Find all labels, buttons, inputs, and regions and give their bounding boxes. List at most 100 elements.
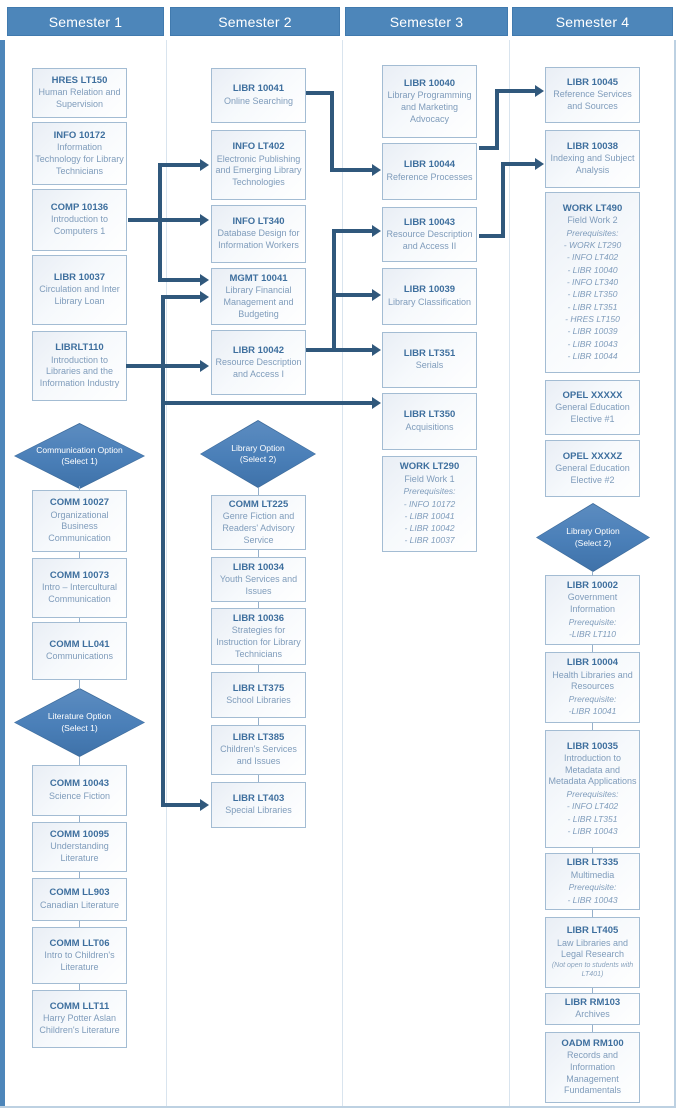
flow-connector	[330, 168, 373, 172]
course-code: COMM LL903	[49, 887, 110, 899]
course-title: Special Libraries	[225, 805, 292, 816]
stack-connector	[79, 486, 80, 491]
course-code: LIBR 10043	[403, 216, 456, 228]
diamond-label: Literature Option	[47, 711, 112, 722]
diamond-sublabel: (Select 2)	[239, 454, 277, 464]
course-title: Canadian Literature	[39, 899, 120, 910]
flow-connector	[330, 91, 334, 172]
course-code: LIBR 10041	[232, 83, 285, 95]
course-code: COMM LLT06	[49, 937, 110, 949]
course-title: Understanding Literature	[50, 841, 109, 864]
diamond-face: Library Option(Select 2)	[201, 421, 315, 487]
column-divider	[509, 40, 510, 1106]
course-title: Introduction to Computers 1	[50, 214, 109, 237]
stack-connector	[79, 680, 80, 689]
course-code: LIBR 10042	[232, 344, 285, 356]
course-code: LIBR 10034	[232, 561, 285, 573]
course-title: Reference Services and Sources	[553, 89, 632, 112]
flow-connector	[158, 163, 162, 282]
stack-connector	[592, 988, 593, 993]
flow-connector	[332, 229, 336, 352]
prerequisite-item: - INFO LT340	[566, 277, 619, 288]
course-title: Circulation and Inter Library Loan	[39, 284, 120, 307]
course-title: Electronic Publishing and Emerging Libra…	[215, 153, 302, 188]
prerequisite-item: -LIBR 10041	[568, 706, 617, 717]
column-divider	[342, 40, 343, 1106]
flow-connector	[306, 91, 334, 95]
arrow-head-icon	[372, 225, 381, 237]
stack-connector	[258, 488, 259, 495]
course-code: COMM LT225	[228, 498, 289, 510]
prerequisite-item: - INFO LT402	[566, 252, 619, 263]
course-title: Youth Services and Issues	[219, 573, 298, 596]
course-title: Law Libraries and Legal Research	[556, 937, 629, 960]
stack-connector	[258, 550, 259, 557]
stack-connector	[592, 1025, 593, 1032]
flow-connector	[332, 229, 373, 233]
arrow-head-icon	[200, 799, 209, 811]
stack-connector	[592, 848, 593, 853]
flow-connector	[479, 234, 505, 238]
prerequisite-item: - INFO LT402	[566, 801, 619, 812]
flow-connector	[161, 295, 165, 807]
arrow-head-icon	[200, 214, 209, 226]
course-title: Children's Services and Issues	[220, 744, 297, 767]
course-title: Resource Description and Access II	[386, 228, 473, 251]
prerequisite-item: - LIBR 10037	[404, 535, 455, 546]
course-title: Library Programming and Marketing Advoca…	[387, 90, 472, 124]
prerequisite-item: - LIBR 10043	[567, 338, 618, 349]
option-diamond-literature-option: Literature Option(Select 1)	[14, 688, 145, 757]
course-title: Science Fiction	[48, 790, 111, 801]
stack-connector	[592, 723, 593, 730]
course-code: LIBR RM103	[564, 996, 621, 1008]
course-title: Database Design for Information Workers	[217, 228, 300, 251]
arrow-head-icon	[372, 164, 381, 176]
course-code: COMM 10073	[49, 570, 110, 582]
course-title: Government Information	[567, 592, 618, 614]
course-code: LIBR 10035	[566, 740, 619, 752]
course-code: LIBR LT335	[566, 857, 619, 869]
chart-left-border	[0, 40, 5, 1108]
course-title: Resource Description and Access I	[215, 356, 302, 379]
stack-connector	[258, 665, 259, 672]
course-title: Reference Processes	[386, 171, 473, 182]
stack-connector	[79, 552, 80, 558]
course-code: HRES LT150	[51, 75, 108, 87]
course-code: LIBR 10039	[403, 284, 456, 296]
prerequisite-item: - LIBR 10044	[567, 350, 618, 361]
course-title: School Libraries	[226, 695, 291, 706]
stack-connector	[79, 757, 80, 765]
course-title: Organizational Business Communication	[48, 509, 111, 544]
course-title: Human Relation and Supervision	[38, 87, 121, 110]
course-code: COMM 10043	[49, 778, 110, 790]
prerequisite-item: - LIBR 10043	[567, 894, 618, 905]
course-code: LIBR 10037	[53, 272, 106, 284]
course-title: General Education Elective #2	[555, 462, 630, 485]
course-title: Harry Potter Aslan Children's Literature	[39, 1013, 120, 1036]
course-title: Intro – Intercultural Communication	[41, 582, 118, 605]
prerequisite-item: - LIBR LT350	[567, 289, 618, 300]
semester-4-header: Semester 4	[512, 7, 673, 36]
course-title: Strategies for Instruction for Library T…	[216, 625, 301, 659]
